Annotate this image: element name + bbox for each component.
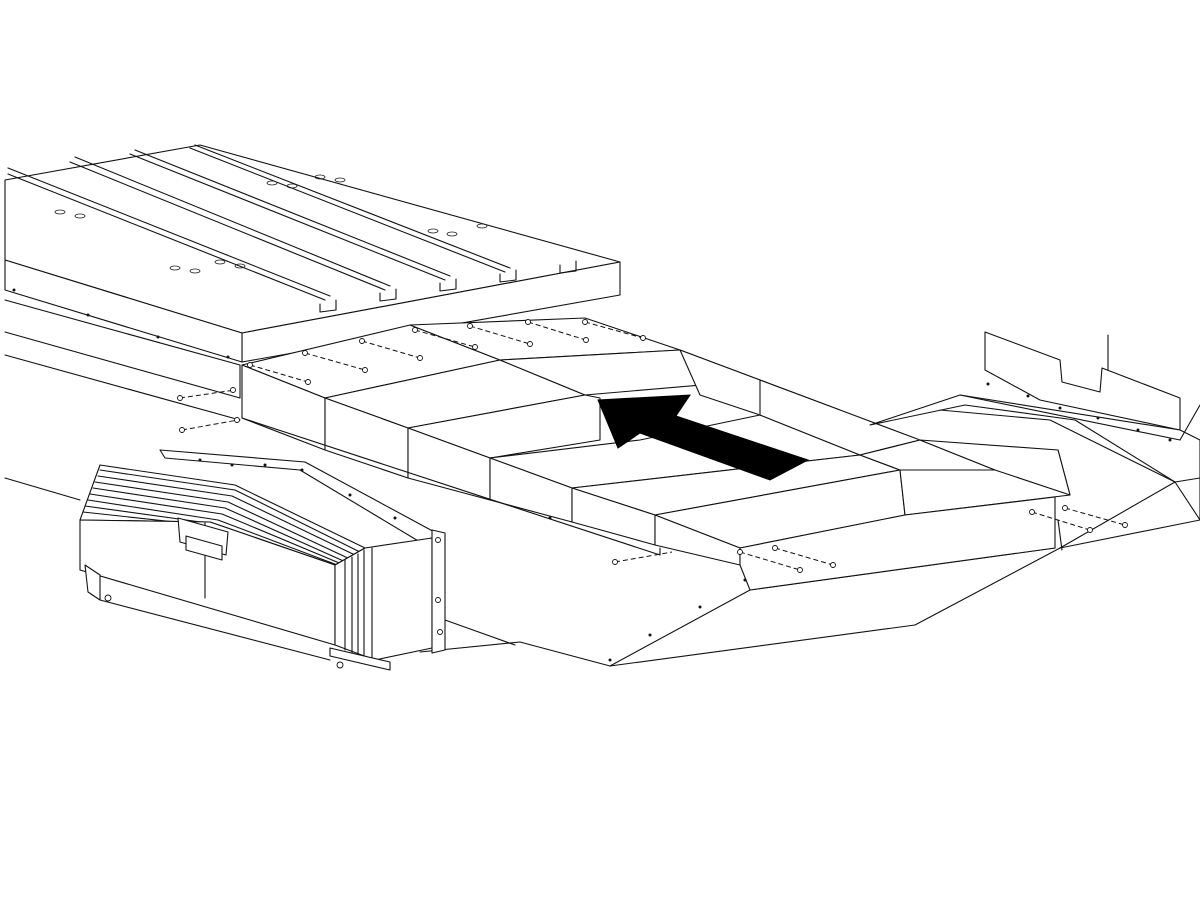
rivet-dots	[12, 288, 1172, 662]
bellows-way-cover	[79, 449, 446, 671]
machine-table	[4, 144, 621, 363]
right-chip-guard	[869, 331, 1200, 551]
fastening-screws	[177, 319, 1128, 573]
table-mounting-holes	[54, 174, 488, 274]
direction-arrow	[597, 394, 810, 481]
